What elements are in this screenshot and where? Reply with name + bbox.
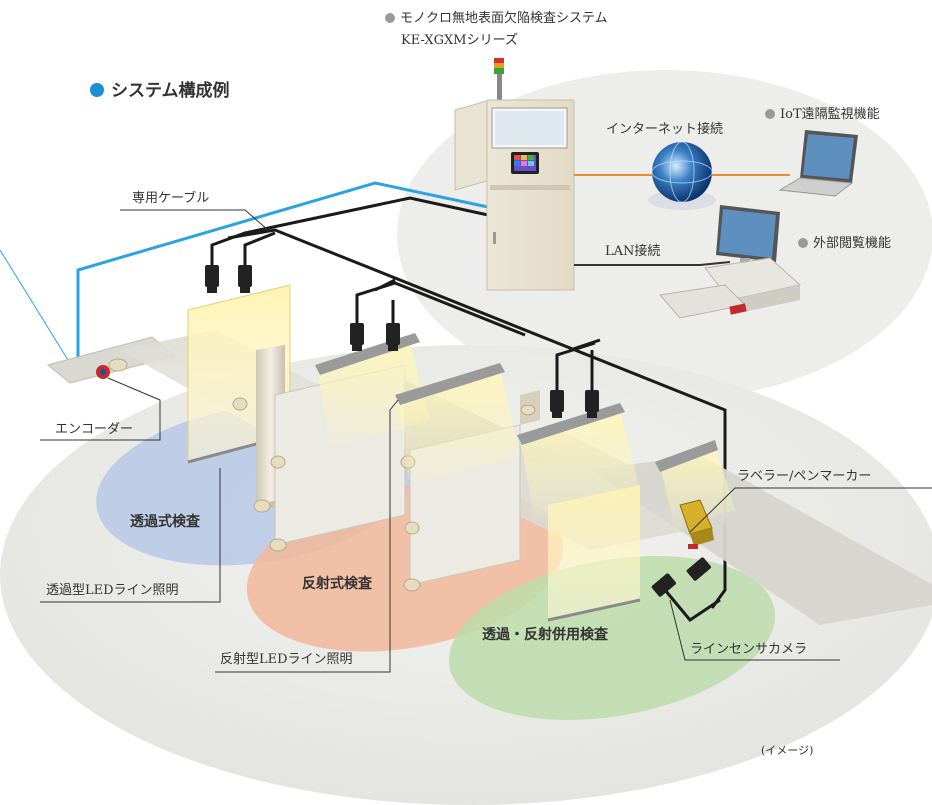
combined-zone: [448, 556, 776, 720]
system-heading-wrap: システム構成例: [90, 82, 230, 102]
reflective-led-light-2: [395, 363, 520, 485]
reflective-led-leader: [215, 399, 399, 673]
transmissive-inspection-label: 透過式検査: [130, 514, 200, 530]
system-heading: システム構成例: [111, 81, 230, 101]
dedicated-cable: [210, 196, 727, 622]
reflective-led-light-3: [517, 403, 640, 520]
image-note: (イメージ): [761, 744, 814, 757]
product-series: KE-XGXMシリーズ: [401, 33, 518, 48]
reflective-led-light-4: [655, 440, 735, 530]
control-cabinet: [454, 58, 575, 291]
bullet-icon: [765, 109, 775, 119]
bullet-icon: [798, 238, 808, 248]
laptop-icon: [778, 130, 858, 197]
lan-line: [574, 261, 731, 266]
globe-icon: [648, 141, 716, 210]
iot-label: IoT遠隔監視機能: [765, 106, 880, 124]
roller-station-5: [547, 485, 641, 622]
desktop-pc-icon: [659, 205, 802, 319]
reflective-inspection-label: 反射式検査: [302, 576, 372, 592]
labeler-label: ラベラー/ペンマーカー: [737, 469, 872, 484]
internet-label: インターネット接続: [606, 122, 724, 137]
cable-label: 専用ケーブル: [132, 191, 210, 206]
external-label: 外部閲覧機能: [798, 235, 891, 253]
camera-icon: [205, 265, 711, 597]
lan-label: LAN接続: [605, 244, 661, 259]
transmissive-led-leader: [40, 468, 221, 603]
labeler-icon: [679, 499, 714, 549]
encoder-label: エンコーダー: [55, 422, 134, 437]
labeler-leader: [689, 487, 932, 533]
product-name: モノクロ無地表面欠陥検査システム: [400, 11, 608, 26]
reflective-led-label: 反射型LEDライン照明: [220, 652, 353, 667]
camera-leader: [669, 599, 840, 661]
encoder-icon: [96, 358, 128, 379]
cable-leader: [120, 209, 269, 231]
heading-bullet-icon: [90, 83, 104, 97]
camera-label: ラインセンサカメラ: [690, 642, 808, 657]
roller-station-4: [520, 390, 540, 425]
product-title: モノクロ無地表面欠陥検査システム: [385, 10, 608, 28]
bullet-icon: [385, 13, 395, 23]
transmissive-led-label: 透過型LEDライン照明: [46, 583, 179, 598]
encoder-leader: [40, 377, 161, 441]
combined-inspection-label: 透過・反射併用検査: [482, 627, 608, 643]
